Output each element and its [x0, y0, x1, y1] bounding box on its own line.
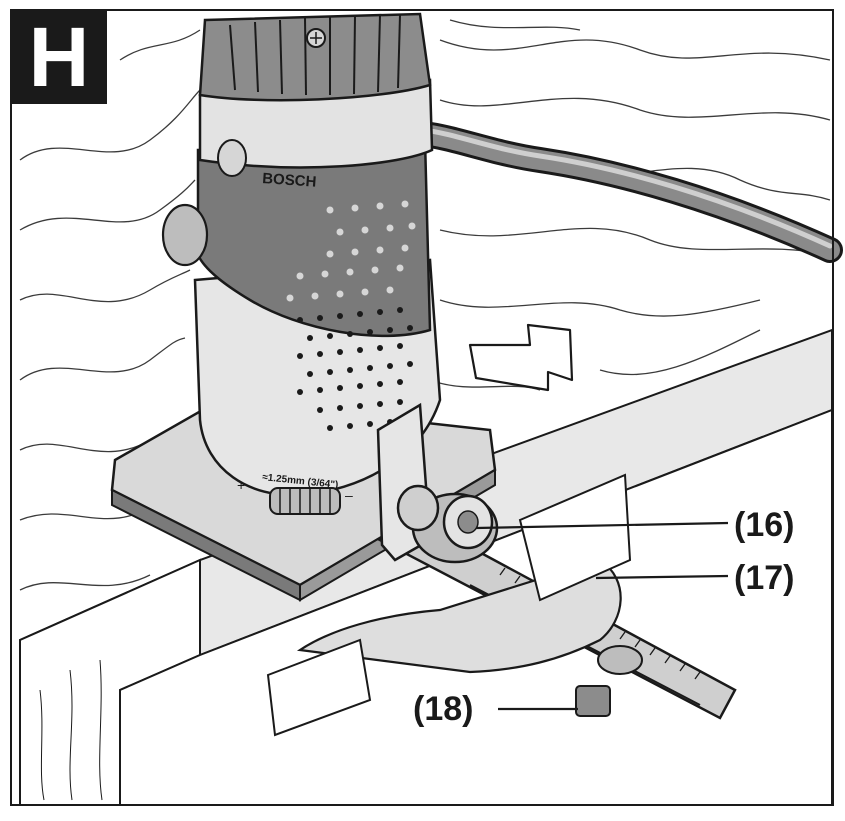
guide-plate — [518, 473, 632, 602]
centering-pin — [575, 685, 611, 717]
end-grain-lines — [39, 659, 103, 801]
callout-18: (18) — [413, 690, 474, 728]
leader-lines — [475, 521, 729, 711]
head-ribs — [229, 14, 401, 96]
grip-dots-upper — [286, 200, 416, 302]
figure-frame — [10, 9, 834, 806]
feed-direction-arrow — [468, 323, 574, 392]
grip-dots — [297, 307, 413, 431]
side-knob — [161, 203, 209, 267]
callout-17: (17) — [734, 559, 795, 597]
clamp-screw — [396, 484, 440, 532]
router-housing-grip — [196, 138, 432, 338]
figure-label-badge: H — [11, 10, 107, 104]
depth-adjust-wheel — [269, 487, 341, 515]
edge-guide-foot — [266, 638, 372, 737]
callout-16: (16) — [734, 506, 795, 544]
